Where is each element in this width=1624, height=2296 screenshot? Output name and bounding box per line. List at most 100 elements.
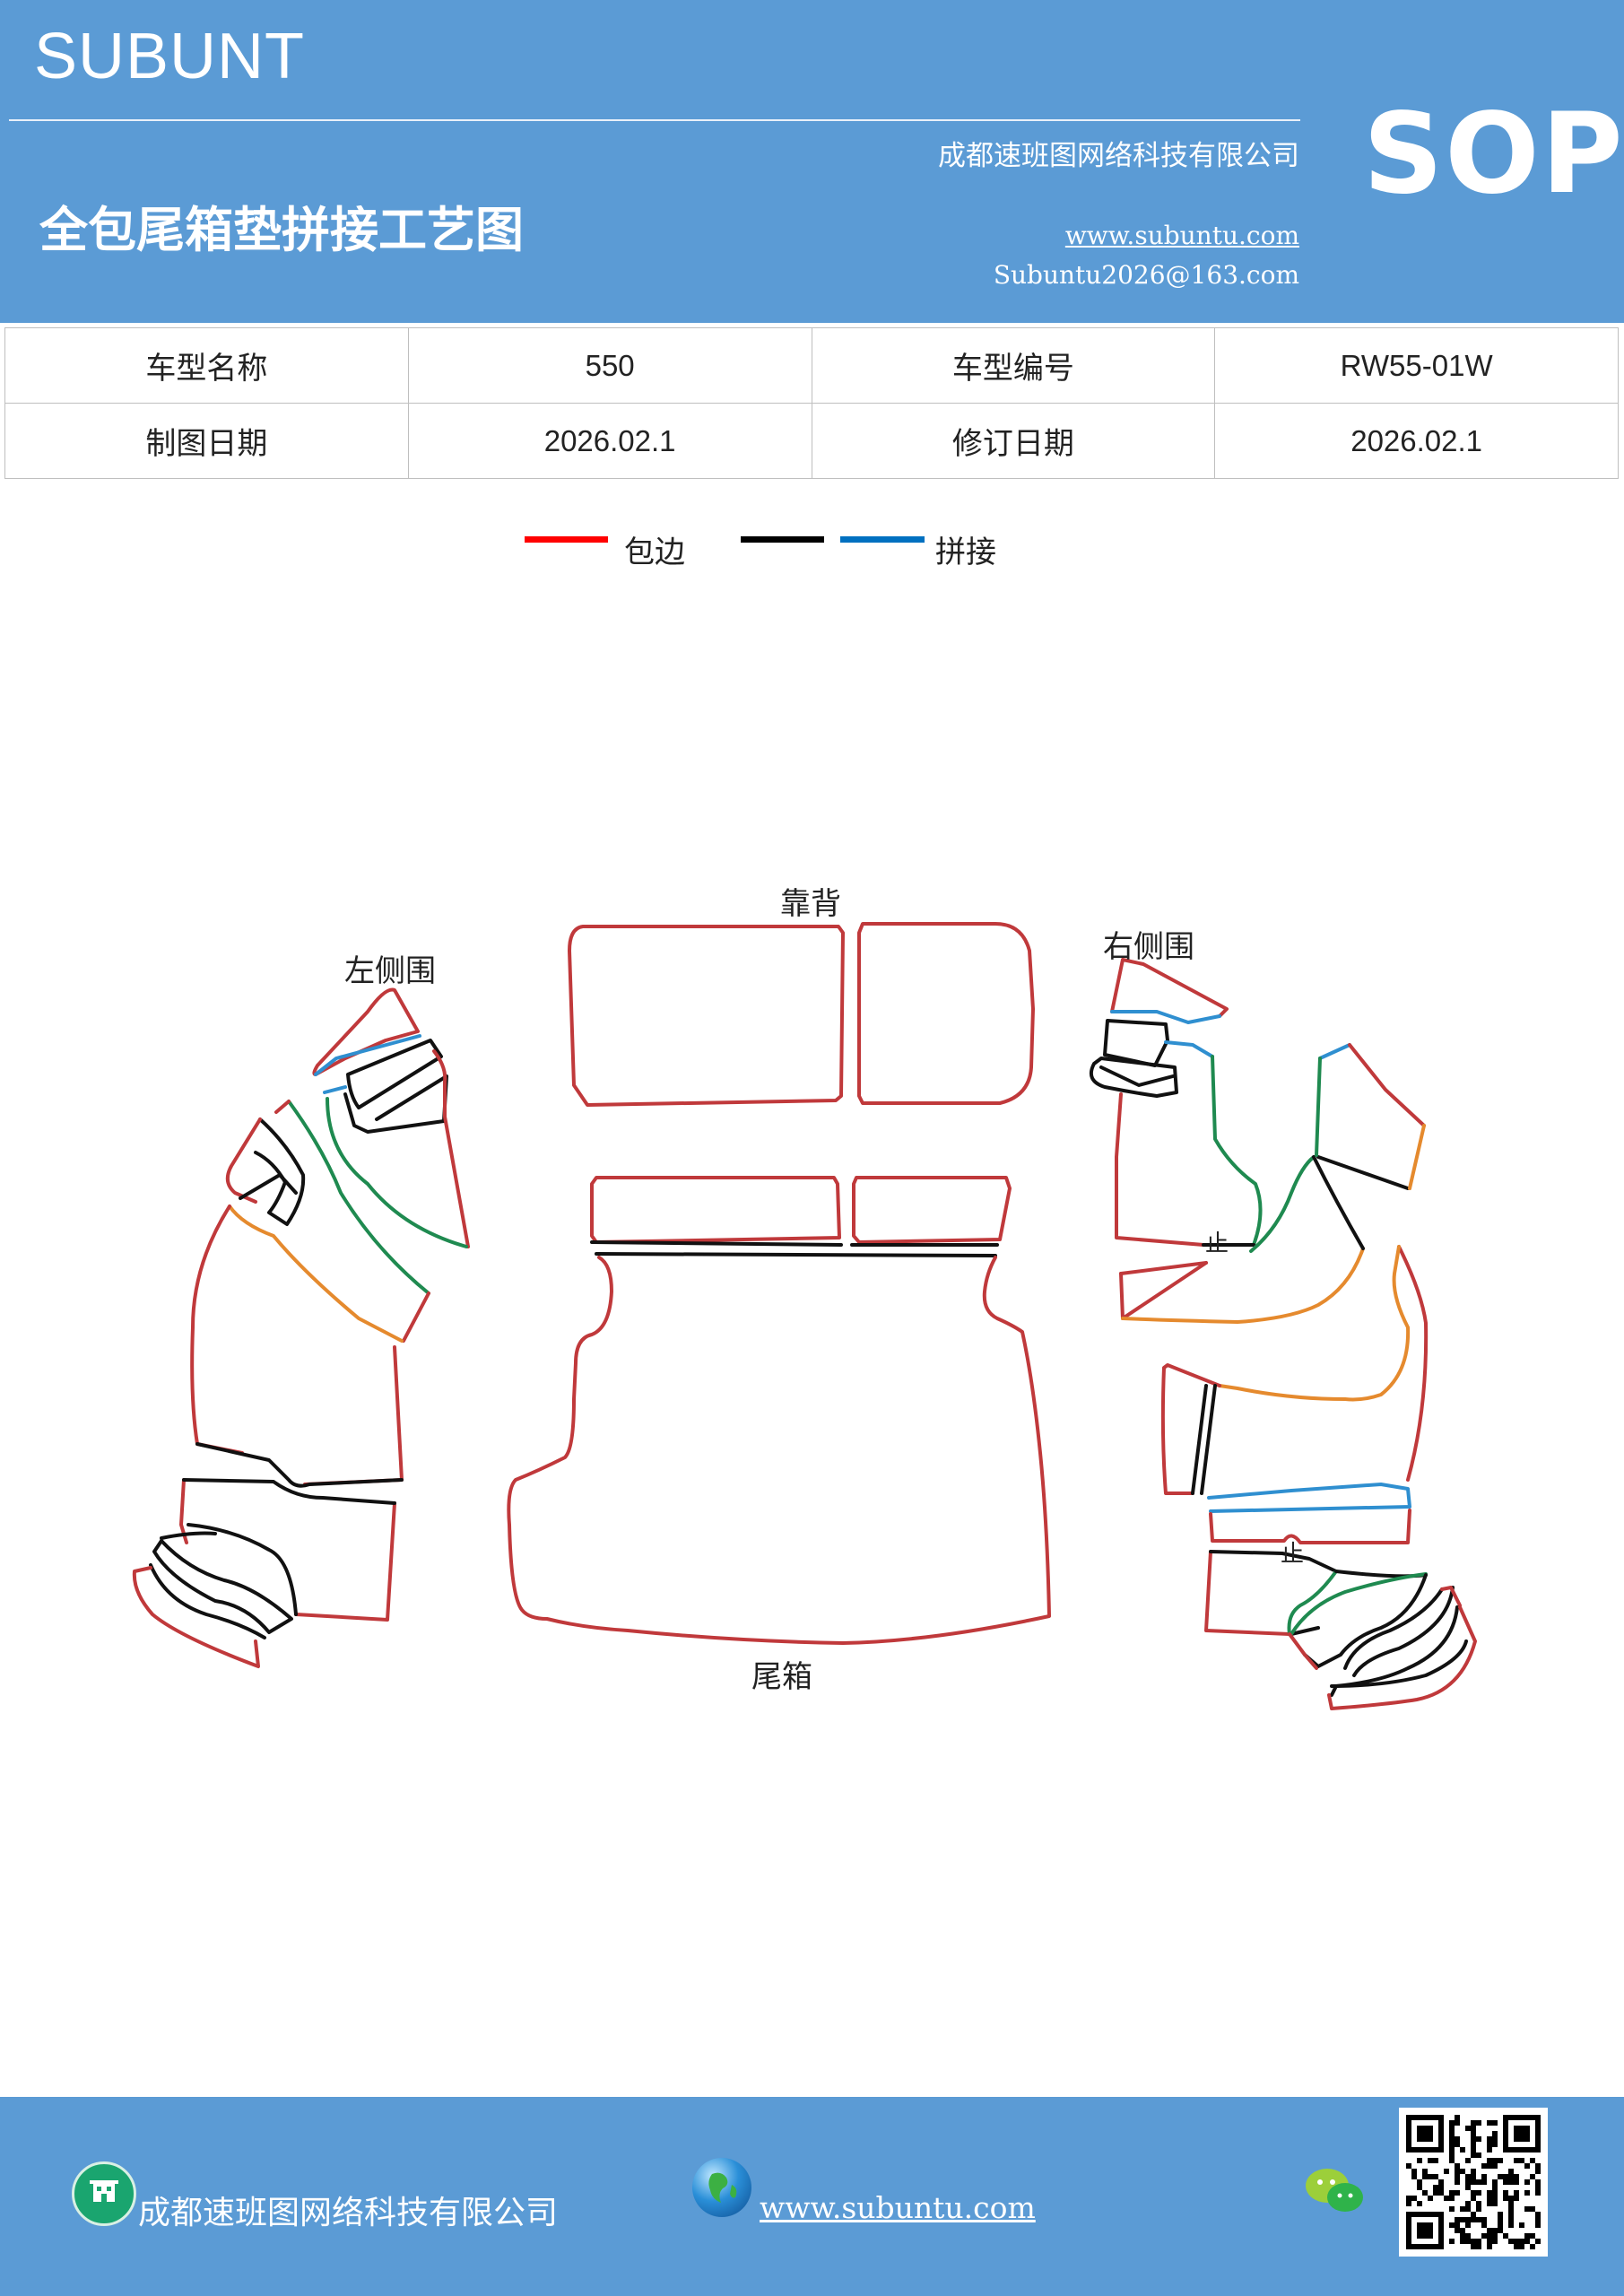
trunk-floor-panel: [507, 1256, 1051, 1645]
trunk-strip-left: [590, 1176, 841, 1244]
right-piece-mid-black-2: [1200, 1384, 1217, 1495]
footer-company-name: 成都速班图网络科技有限公司: [138, 2195, 559, 2231]
right-piece-blue-seam-2: [1164, 1040, 1214, 1058]
label-cell: 车型编号: [811, 327, 1216, 404]
right-piece-lower-block: [1209, 1509, 1411, 1544]
right-piece-blue-long: [1207, 1483, 1411, 1513]
email-address[interactable]: Subuntu2026@163.com: [993, 260, 1299, 290]
label-trunk: 尾箱: [751, 1659, 812, 1695]
right-piece-triangle-right: [1408, 1124, 1426, 1190]
label-cell: 修订日期: [811, 403, 1216, 479]
right-piece-mid-black-1: [1191, 1384, 1208, 1495]
left-piece-mid-edge: [274, 1100, 430, 1343]
left-piece-lower-wave-1: [160, 1523, 298, 1616]
trunk-strip-right: [852, 1176, 1012, 1244]
left-piece-green-seam-2: [287, 1100, 430, 1295]
right-piece-band-top: [1119, 1261, 1208, 1275]
website-link[interactable]: www.subuntu.com: [1064, 221, 1299, 250]
label-left-side: 左侧围: [344, 953, 436, 989]
right-side-pieces: [1090, 958, 1477, 1710]
right-piece-lower-green: [1287, 1570, 1338, 1636]
building-icon: [72, 2161, 136, 2226]
right-piece-left-block: [1103, 1019, 1169, 1067]
right-piece-top-seam: [1110, 1010, 1221, 1024]
document-title: 全包尾箱垫拼接工艺图: [39, 202, 524, 258]
right-piece-mid-block: [1160, 1363, 1221, 1495]
globe-icon: [692, 2158, 751, 2217]
right-piece-green-2: [1249, 1155, 1316, 1253]
brand-name: SUBUNT: [34, 21, 306, 92]
left-piece-large-panel-bottom: [195, 1442, 404, 1488]
trunk-floor-top-seam: [595, 1252, 997, 1257]
sop-badge: SOP: [1363, 90, 1624, 219]
stop-mark-1: 止: [1205, 1231, 1229, 1257]
trunk-strip-left-seam: [590, 1240, 843, 1247]
left-piece-loop-outer: [225, 1118, 262, 1204]
wechat-icon[interactable]: [1304, 2165, 1367, 2217]
left-piece-wedge-2: [343, 1074, 448, 1134]
label-cell: 制图日期: [4, 403, 409, 479]
legend-label-trim: 包边: [624, 535, 685, 570]
backrest-right-panel: [857, 922, 1035, 1105]
left-piece-lower-panel-top: [182, 1478, 396, 1505]
left-piece-lower-panel: [179, 1478, 396, 1622]
right-piece-orange-2: [1218, 1245, 1411, 1402]
left-piece-large-panel: [190, 1205, 244, 1455]
right-piece-lower-seam: [1209, 1550, 1338, 1573]
right-piece-orange-1: [1121, 1247, 1365, 1324]
left-piece-lower-wave-3: [149, 1563, 266, 1639]
legend-label-splice: 拼接: [935, 535, 996, 570]
right-piece-left-wedge: [1090, 1057, 1178, 1098]
left-piece-short-seam: [323, 1085, 347, 1094]
right-piece-wave-2: [1303, 1573, 1428, 1668]
right-piece-tall-column: [1397, 1245, 1429, 1482]
left-piece-top-tip-seam: [314, 1034, 421, 1076]
right-piece-triangle-left: [1315, 1057, 1322, 1157]
legend-swatch-red: [525, 536, 608, 543]
legend-swatch-black: [741, 536, 824, 543]
table-row: 车型名称 550 车型编号 RW55-01W: [4, 327, 1619, 404]
left-piece-wedge: [346, 1039, 443, 1109]
left-piece-lower-wave-2: [152, 1539, 293, 1634]
right-piece-bottom-tip: [1327, 1605, 1477, 1710]
header-divider: [9, 119, 1300, 121]
right-piece-left-wedge-inner: [1099, 1065, 1175, 1087]
right-piece-diagonal: [1312, 1155, 1365, 1250]
right-piece-green-curve: [1211, 1055, 1263, 1247]
right-piece-column: [1115, 1092, 1205, 1247]
right-piece-triangle-base: [1316, 1155, 1410, 1190]
right-piece-wave-3: [1343, 1586, 1455, 1677]
backrest-left-panel: [568, 925, 845, 1107]
value-cell: 2026.02.1: [407, 403, 812, 479]
left-piece-lower-tip: [132, 1566, 260, 1668]
trunk-floor-pieces: [507, 1176, 1051, 1645]
header-banner: [0, 0, 1624, 323]
right-piece-wave-4: [1330, 1605, 1459, 1697]
footer-website-link[interactable]: www.subuntu.com: [760, 2190, 1036, 2225]
stop-mark-2: 止: [1281, 1541, 1305, 1568]
left-piece-top-tip: [312, 987, 420, 1076]
right-piece-triangle: [1348, 1043, 1426, 1127]
backrest-pieces: [568, 922, 1035, 1107]
table-row: 制图日期 2026.02.1 修订日期 2026.02.1: [4, 403, 1619, 479]
right-piece-wave-tip: [1440, 1586, 1462, 1607]
label-right-side: 右侧围: [1103, 929, 1194, 965]
right-piece-wave-1: [1290, 1570, 1428, 1636]
legend-swatch-blue: [840, 536, 925, 543]
company-name: 成都速班图网络科技有限公司: [938, 140, 1299, 172]
right-piece-lower-sq: [1204, 1550, 1291, 1636]
label-backrest: 靠背: [780, 886, 841, 922]
value-cell: 550: [407, 327, 812, 404]
vehicle-info-table: 车型名称 550 车型编号 RW55-01W 制图日期 2026.02.1 修订…: [4, 327, 1619, 479]
label-cell: 车型名称: [4, 327, 409, 404]
left-piece-large-panel-right: [303, 1345, 404, 1486]
left-piece-upper-right: [432, 1049, 470, 1248]
right-piece-green-3: [1290, 1572, 1428, 1636]
left-side-pieces: [132, 987, 470, 1668]
left-piece-loop: [254, 1118, 306, 1226]
right-piece-wave-5: [1330, 1639, 1468, 1688]
value-cell: RW55-01W: [1214, 327, 1619, 404]
qr-code-icon: [1399, 2108, 1548, 2257]
right-piece-wave-edge: [1288, 1632, 1318, 1670]
